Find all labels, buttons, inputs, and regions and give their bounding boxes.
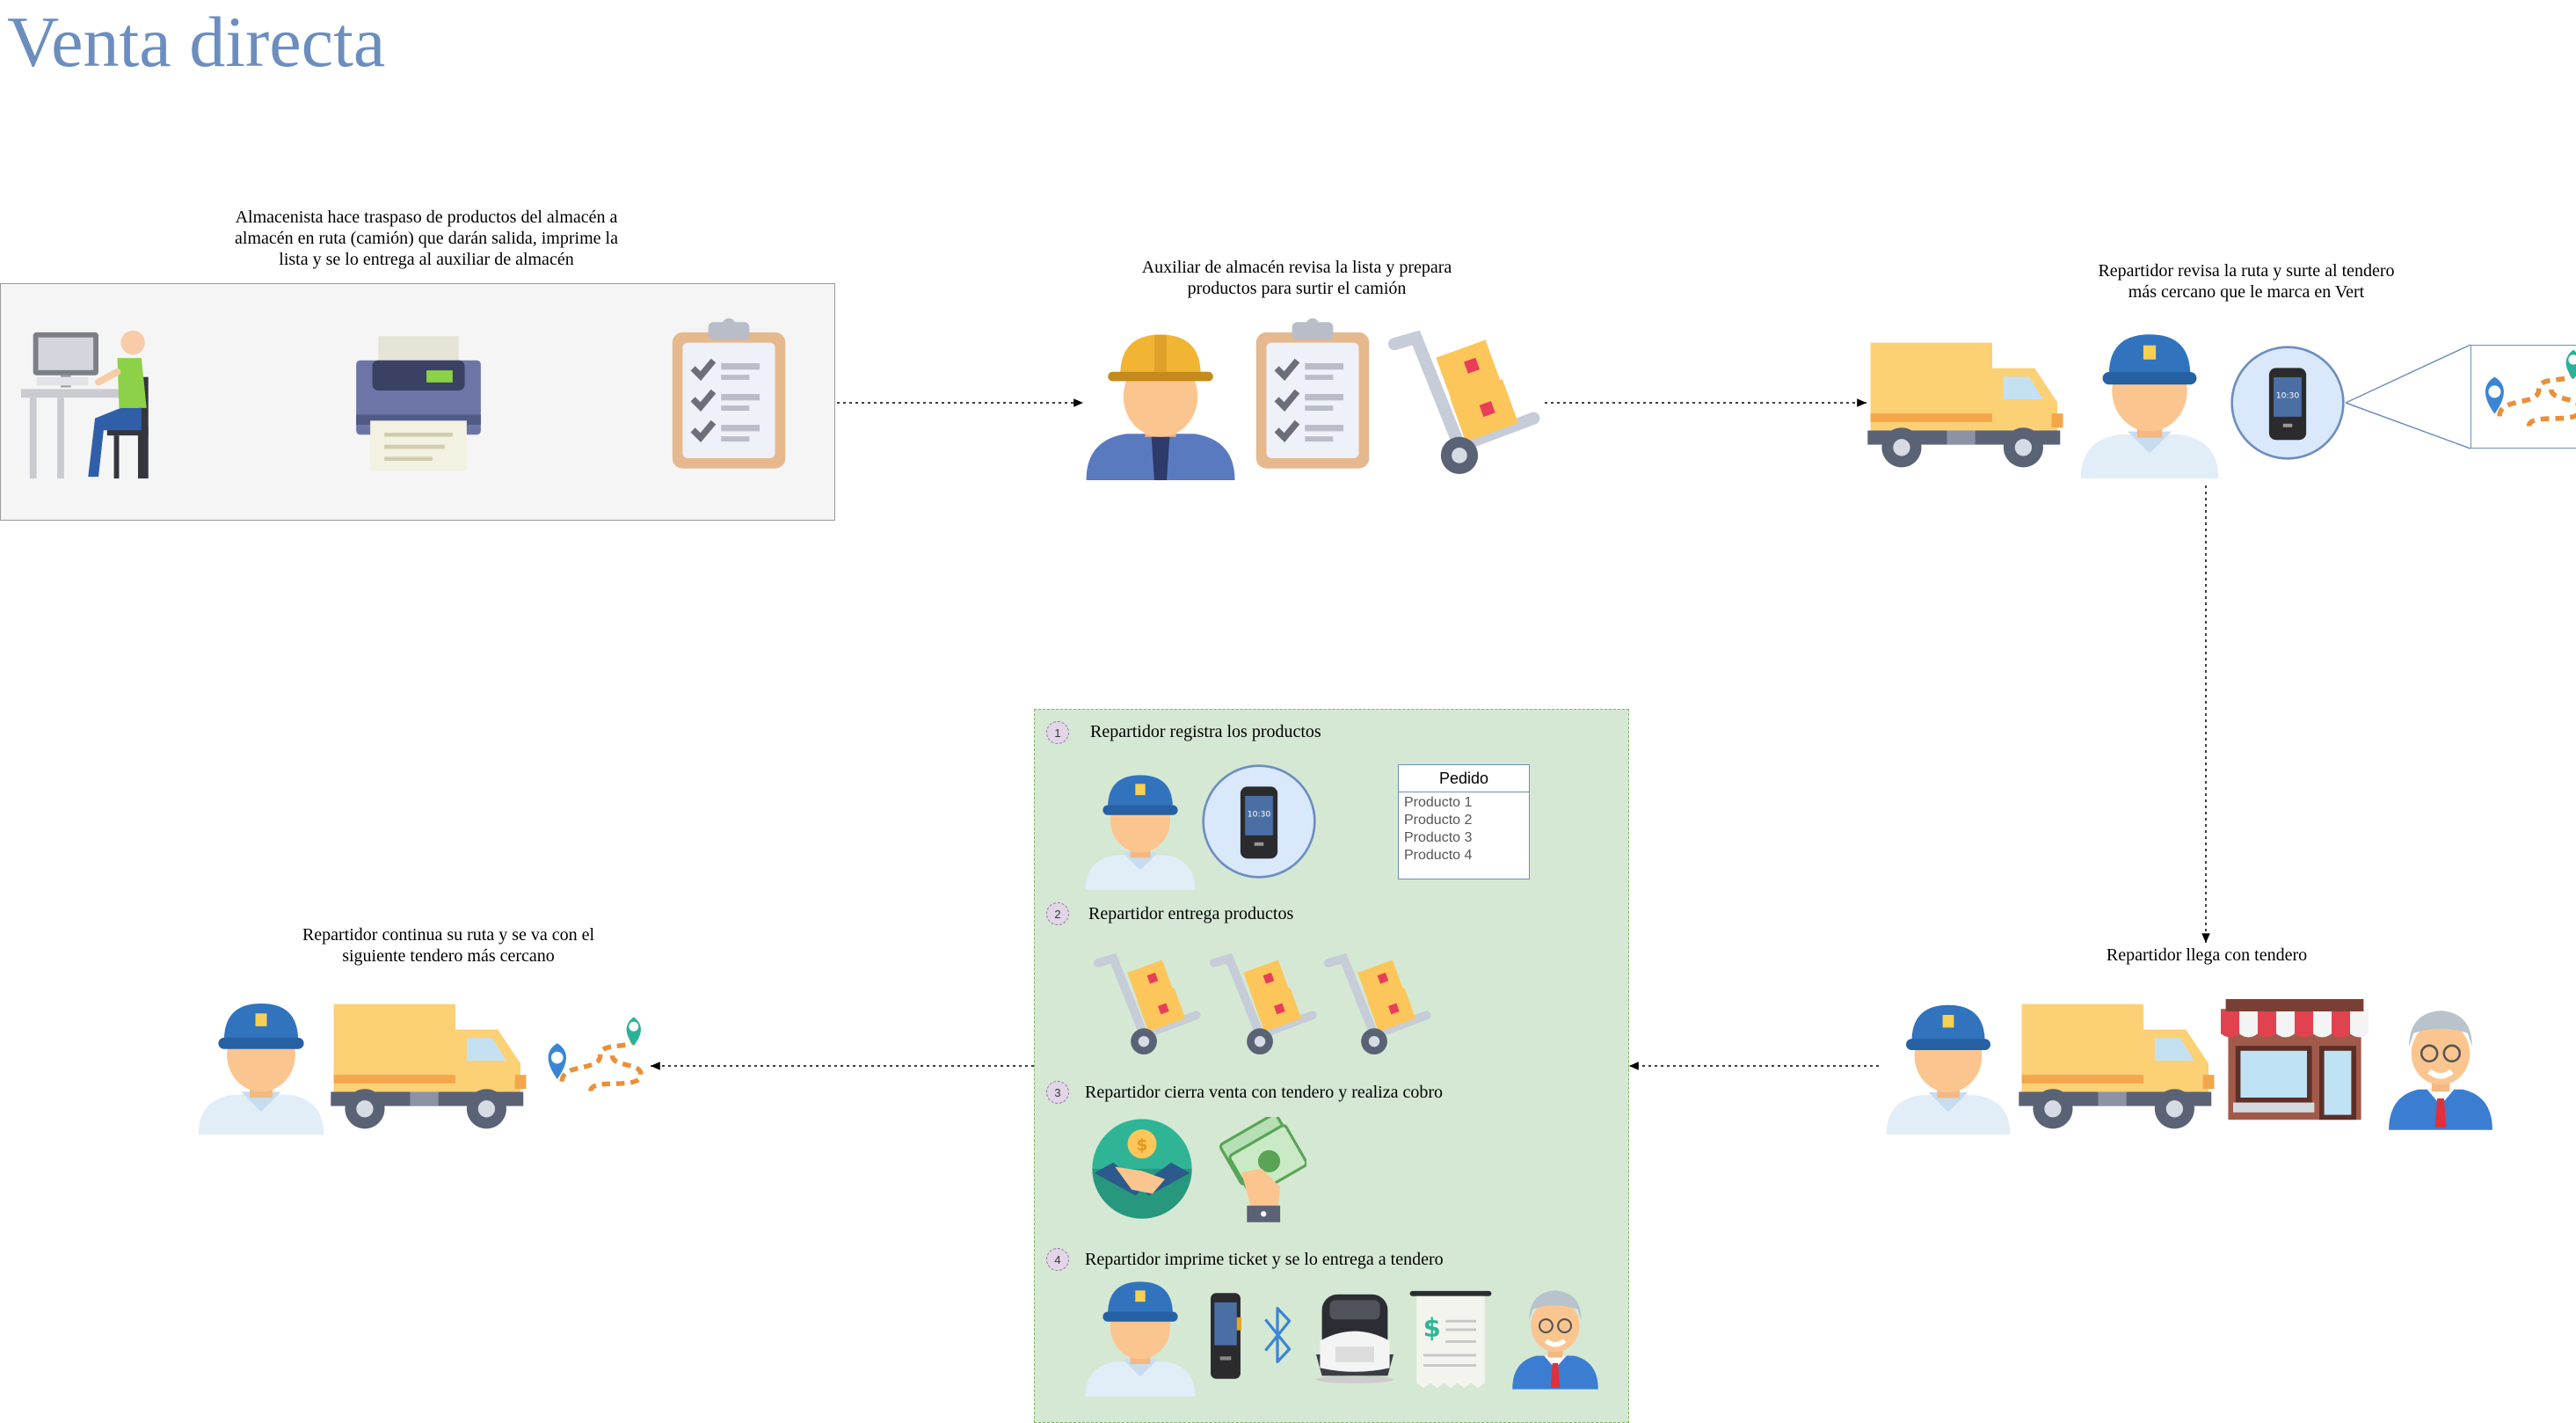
delivery-man-icon bbox=[198, 1003, 324, 1135]
hand-truck-icon bbox=[1088, 950, 1208, 1059]
caption-almacenista: Almacenista hace traspaso de productos d… bbox=[235, 208, 618, 269]
route-map-zoom bbox=[2470, 345, 2576, 449]
construction-worker-icon bbox=[1086, 334, 1235, 480]
caption-auxiliar: Auxiliar de almacén revisa la lista y pr… bbox=[1141, 258, 1452, 298]
shopkeeper-icon bbox=[2384, 992, 2497, 1133]
shopkeeper-icon bbox=[1509, 1273, 1602, 1393]
handheld-scanner-icon bbox=[2230, 346, 2345, 460]
hand-truck-icon bbox=[1204, 950, 1324, 1059]
delivery-man-icon bbox=[1085, 775, 1196, 890]
worker-at-computer-icon bbox=[21, 325, 176, 480]
hand-truck-icon bbox=[1384, 325, 1547, 480]
handheld-scanner-icon bbox=[1202, 764, 1316, 879]
receipt-icon bbox=[1409, 1290, 1492, 1389]
pedido-item: Producto 1 bbox=[1404, 795, 1473, 810]
pedido-table: Pedido Producto 1 Producto 2 Producto 3 … bbox=[1398, 764, 1530, 879]
delivery-truck-icon bbox=[1867, 342, 2063, 468]
substep-label: Repartidor imprime ticket y se lo entreg… bbox=[1085, 1250, 1444, 1269]
pedido-header: Pedido bbox=[1399, 765, 1529, 792]
substep-badge: 3 bbox=[1046, 1081, 1069, 1104]
zoom-line bbox=[2345, 344, 2471, 404]
store-icon bbox=[2221, 999, 2369, 1122]
checklist-icon bbox=[1248, 317, 1377, 471]
delivery-man-icon bbox=[1085, 1281, 1196, 1397]
pedido-item: Producto 3 bbox=[1404, 830, 1473, 845]
bluetooth-icon bbox=[1263, 1306, 1292, 1364]
substep-badge: 4 bbox=[1046, 1248, 1069, 1271]
handshake-payment-icon bbox=[1092, 1119, 1192, 1219]
caption-repartidor-continua: Repartidor continua su ruta y se va con … bbox=[302, 925, 595, 966]
substep-label: Repartidor entrega productos bbox=[1088, 904, 1294, 923]
cash-payment-icon bbox=[1218, 1117, 1306, 1224]
delivery-man-icon bbox=[1886, 1004, 2011, 1135]
delivery-truck-icon bbox=[331, 1003, 527, 1129]
zoom-line bbox=[2345, 402, 2471, 449]
delivery-man-icon bbox=[2080, 334, 2219, 478]
pedido-item: Producto 2 bbox=[1404, 813, 1473, 828]
page-title: Venta directa bbox=[7, 2, 386, 82]
delivery-truck-icon bbox=[2019, 1003, 2215, 1129]
caption-repartidor-revisa: Repartidor revisa la ruta y surte al ten… bbox=[2098, 261, 2395, 302]
substep-badge: 2 bbox=[1046, 902, 1069, 925]
mobile-printer-icon bbox=[1316, 1294, 1394, 1383]
printer-icon bbox=[356, 336, 481, 471]
substep-label: Repartidor cierra venta con tendero y re… bbox=[1085, 1083, 1444, 1102]
hand-truck-icon bbox=[1319, 950, 1438, 1059]
route-map-icon bbox=[538, 1010, 658, 1115]
handheld-scanner-icon bbox=[1211, 1293, 1242, 1379]
substep-badge: 1 bbox=[1046, 721, 1069, 744]
substep-label: Repartidor registra los productos bbox=[1090, 722, 1321, 741]
checklist-icon bbox=[665, 317, 793, 471]
route-map-icon bbox=[2475, 347, 2576, 446]
pedido-item: Producto 4 bbox=[1404, 848, 1473, 863]
caption-repartidor-llega: Repartidor llega con tendero bbox=[2106, 945, 2308, 965]
